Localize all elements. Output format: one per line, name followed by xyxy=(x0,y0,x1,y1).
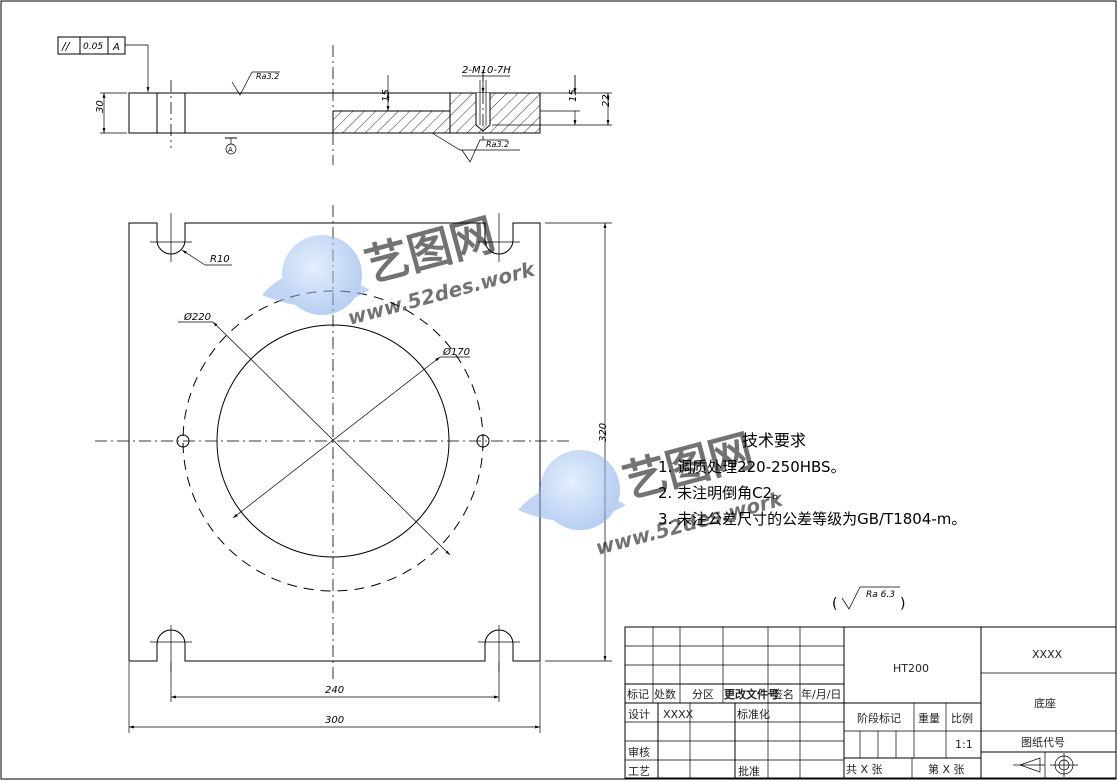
dim-thickness: 30 xyxy=(95,100,106,113)
general-roughness-value: Ra 6.3 xyxy=(866,590,895,600)
tb-shenhe: 审核 xyxy=(628,745,650,759)
dim-hole-circle: Ø220 xyxy=(183,311,211,323)
tb-designer: XXXX xyxy=(663,708,694,721)
tb-part-name: 底座 xyxy=(1034,696,1056,710)
section-view: 30 15 15 22 2-M10-7H Ra3.2 Ra3.2 A xyxy=(57,36,612,165)
roughness-top: Ra3.2 xyxy=(256,72,279,81)
tb-drawing-no-label: 图纸代号 xyxy=(1021,736,1065,749)
watermark-1: 艺图网 www.52des.work xyxy=(262,209,539,330)
tb-date: 年/月/日 xyxy=(801,687,841,701)
tb-scale: 1:1 xyxy=(955,738,973,751)
svg-text:): ) xyxy=(900,596,905,612)
dim-height: 320 xyxy=(598,423,609,442)
fcf-tolerance: 0.05 xyxy=(83,42,103,52)
tech-item-1: 1. 调质处理220-250HBS。 xyxy=(658,458,846,476)
feature-control-frame xyxy=(57,36,126,55)
tb-biaoji: 标记 xyxy=(627,687,649,701)
projection-symbol-icon xyxy=(1013,753,1078,777)
hatch-left xyxy=(332,110,451,134)
roughness-bottom: Ra3.2 xyxy=(486,140,509,149)
dim-slot-spacing: 240 xyxy=(325,685,344,696)
tb-pizhun: 批准 xyxy=(738,764,760,778)
dim-depth-right: 15 xyxy=(568,89,579,102)
tb-gongyi: 工艺 xyxy=(628,765,650,778)
tech-title: 技术要求 xyxy=(742,431,806,450)
tech-item-2: 2. 未注明倒角C2。 xyxy=(658,484,787,502)
tapped-hole-right xyxy=(476,434,490,448)
tb-sheji: 设计 xyxy=(628,708,650,721)
tb-gengai: 更改文件号 xyxy=(724,687,779,701)
dim-depth-left: 15 xyxy=(381,89,392,102)
tb-biaozhunhua: 标准化 xyxy=(737,707,770,721)
tb-fenqu: 分区 xyxy=(692,688,714,701)
dim-width: 300 xyxy=(325,715,344,726)
general-roughness: ( Ra 6.3 ) xyxy=(832,586,905,612)
tb-code-top: XXXX xyxy=(1032,648,1063,661)
tb-chushu: 处数 xyxy=(654,688,676,701)
svg-text:(: ( xyxy=(832,596,837,612)
tb-zhongliang: 重量 xyxy=(918,711,940,725)
tech-item-3: 3. 未注公差尺寸的公差等级为GB/T1804-m。 xyxy=(658,510,966,528)
tb-material: HT200 xyxy=(893,662,929,675)
datum-label: A xyxy=(228,146,233,154)
technical-requirements: 技术要求 1. 调质处理220-250HBS。 2. 未注明倒角C2。 3. 未… xyxy=(658,431,966,528)
tapped-hole-left xyxy=(176,434,190,448)
title-block: 标记 处数 分区 更改文件号 签名 年/月/日 设计 XXXX 标准化 审核 工… xyxy=(624,626,1117,779)
tb-qianming: 签名 xyxy=(772,687,794,701)
dim-bore: Ø170 xyxy=(442,346,470,358)
hatch-right xyxy=(450,93,540,133)
thread-callout: 2-M10-7H xyxy=(462,65,511,76)
tb-jieduan: 阶段标记 xyxy=(857,711,901,725)
plan-view: Ø220 Ø170 R10 320 240 300 xyxy=(95,205,612,733)
tb-bili: 比例 xyxy=(951,711,973,725)
plate-outline xyxy=(128,222,541,662)
tb-total-sheets: 共 X 张 xyxy=(846,763,883,776)
tb-sheet-no: 第 X 张 xyxy=(928,762,965,776)
dim-depth-total: 22 xyxy=(601,94,612,107)
fcf-datum: A xyxy=(112,42,120,53)
fcf-symbol: // xyxy=(61,40,71,53)
dim-slot-radius: R10 xyxy=(210,254,230,265)
